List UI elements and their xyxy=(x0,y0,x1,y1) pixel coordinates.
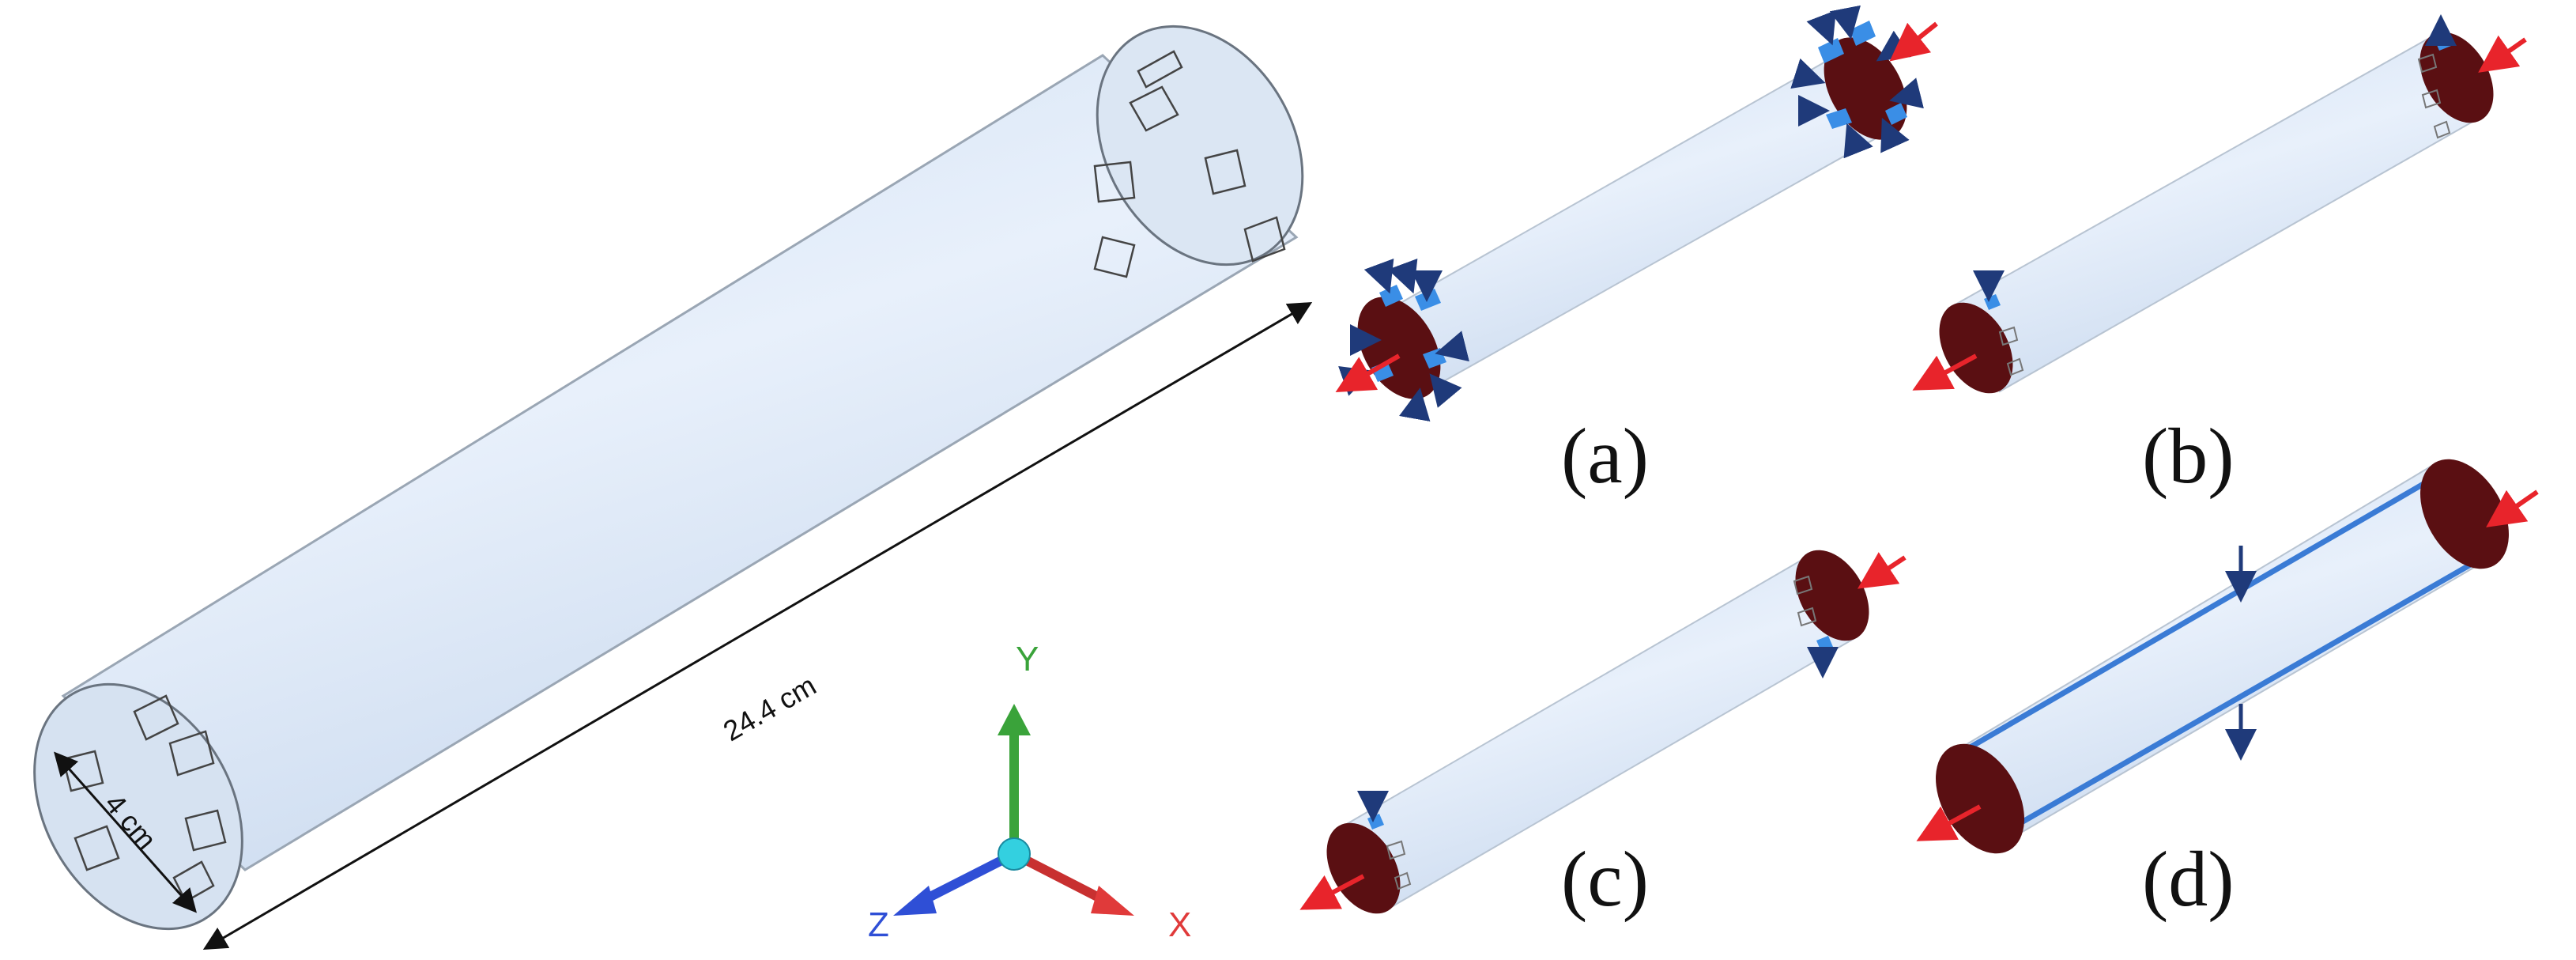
main-tube-support-patches-far xyxy=(1093,50,1286,278)
panel-b-tube xyxy=(1947,38,2480,393)
diameter-dimension-line xyxy=(54,751,197,913)
main-tube-model: 4 cm 24.4 cm xyxy=(33,25,1313,951)
panel-a-axial-arrow-far xyxy=(1889,21,1938,62)
panel-a-axial-arrow-near xyxy=(1335,353,1401,392)
z-axis-label: Z xyxy=(868,905,889,944)
panel-c-axial-arrow-far xyxy=(1857,552,1907,589)
z-axis-arrow xyxy=(918,849,1016,906)
panel-d-line-support-bottom xyxy=(2006,550,2491,833)
panel-b-near-cap xyxy=(1939,302,2013,394)
z-axis-arrowhead xyxy=(893,886,937,916)
panel-c-axial-arrow-near xyxy=(1299,874,1365,910)
origin-sphere xyxy=(998,837,1031,871)
panel-d-axial-arrow-near xyxy=(1916,804,1982,841)
x-axis-label: X xyxy=(1168,905,1191,944)
panel-c: (c) xyxy=(1299,550,1907,923)
panel-c-near-cap xyxy=(1326,822,1401,914)
y-axis-label: Y xyxy=(1016,640,1039,678)
panel-d-label: (d) xyxy=(2142,835,2235,923)
y-axis-arrowhead xyxy=(998,704,1031,735)
panel-d-line-support-top xyxy=(1951,470,2444,761)
x-axis-arrow xyxy=(1012,849,1109,906)
panel-b-label: (b) xyxy=(2142,412,2235,500)
panel-c-support-patches xyxy=(1386,575,1817,890)
x-axis-arrowhead xyxy=(1091,886,1134,916)
panel-a-label: (a) xyxy=(1561,412,1649,500)
panel-c-far-cap xyxy=(1795,550,1869,641)
panel-b-support-patches xyxy=(1998,53,2451,376)
panel-c-label: (c) xyxy=(1561,835,1649,923)
length-label: 24.4 cm xyxy=(718,669,821,748)
panel-a: (a) xyxy=(1335,5,1938,500)
panel-b-axial-arrow-far xyxy=(2478,35,2527,73)
panel-d: (d) xyxy=(1916,459,2539,923)
panel-a-tube xyxy=(1375,55,1884,395)
coordinate-triad: Y X Z xyxy=(868,640,1191,944)
panel-b: (b) xyxy=(1912,14,2527,500)
panel-b-far-cap xyxy=(2419,32,2494,123)
length-dimension-line xyxy=(202,301,1313,951)
panel-d-axial-arrow-far xyxy=(2486,489,2539,527)
panel-d-tube xyxy=(1947,465,2499,840)
panel-b-axial-arrow-near xyxy=(1912,353,1978,391)
panel-d-far-cap xyxy=(2420,459,2509,569)
